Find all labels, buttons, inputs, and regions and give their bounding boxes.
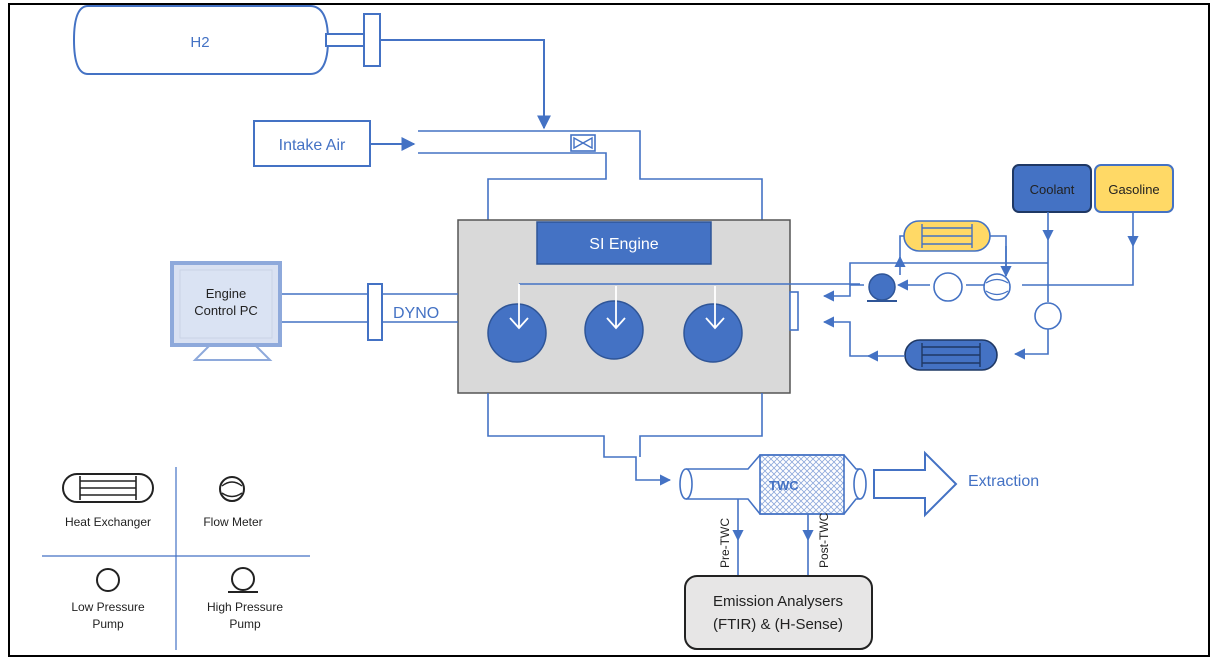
- pc-link-lines: [280, 293, 368, 323]
- legend-heat-exchanger-label: Heat Exchanger: [65, 515, 151, 529]
- engine-control-pc: Engine Control PC: [170, 261, 282, 361]
- h2-label: H2: [190, 34, 209, 51]
- post-twc-label: Post-TWC: [817, 512, 831, 568]
- coolant-label: Coolant: [1030, 182, 1075, 197]
- high-pressure-pump-icon: [867, 273, 897, 302]
- cylinder-2: [584, 286, 644, 360]
- intake-pipe-lower: [418, 152, 607, 220]
- exhaust-pipe-lower: [487, 393, 672, 486]
- intake-air-box: Intake Air: [253, 120, 371, 167]
- exhaust-pipe-upper: [639, 393, 763, 457]
- coolant-tank: Coolant: [1012, 164, 1092, 213]
- figure-frame: [8, 3, 1210, 657]
- coolant-to-radiator: [1013, 329, 1049, 360]
- legend-low-pressure-pump-icon: [96, 568, 120, 592]
- flow-meter-icon: [983, 273, 1011, 301]
- legend-high-pressure-label-line2: Pump: [229, 617, 261, 631]
- fuel-cooler-return-line: [990, 235, 1007, 276]
- h2-feed-line: [380, 39, 551, 130]
- h2-injector-icon: [570, 134, 596, 152]
- legend-flow-meter-icon: [219, 476, 245, 502]
- dyno-shaft: [382, 293, 458, 323]
- h2-tank: H2: [72, 5, 381, 75]
- analysers-label-line2: (FTIR) & (H-Sense): [713, 616, 843, 633]
- legend: Heat Exchanger Flow Meter Low Pressure P…: [42, 467, 310, 650]
- coolant-to-engine: [822, 316, 870, 357]
- control-pc-label-line1: Engine: [206, 286, 246, 301]
- dyno-label: DYNO: [393, 305, 439, 322]
- cylinder-3: [683, 286, 743, 363]
- fuel-cooler-feed-line: [899, 235, 904, 262]
- cylinder-1: [487, 284, 547, 363]
- intake-air-label: Intake Air: [279, 137, 346, 154]
- twc-catalyst: TWC: [679, 454, 867, 515]
- gasoline-label: Gasoline: [1108, 182, 1159, 197]
- dyno-coupling: [367, 283, 383, 341]
- si-engine-label: SI Engine: [589, 236, 658, 253]
- engine-coolant-port: [789, 291, 799, 331]
- pre-twc-label: Pre-TWC: [718, 518, 732, 568]
- extraction-arrow-icon: [873, 450, 958, 518]
- h2-valve-stem: [325, 33, 365, 47]
- legend-heat-exchanger-icon: [62, 473, 154, 503]
- emission-analysers: Emission Analysers (FTIR) & (H-Sense): [684, 575, 873, 650]
- extraction-label: Extraction: [968, 473, 1039, 490]
- fuel-line-to-engine: [822, 284, 864, 302]
- coolant-heat-exchanger-icon: [904, 339, 998, 371]
- h2-valve-flange: [363, 13, 381, 67]
- twc-label: TWC: [769, 478, 799, 493]
- control-pc-label-line2: Control PC: [194, 303, 258, 318]
- analysers-label-line1: Emission Analysers: [713, 593, 843, 610]
- intake-pipe-upper: [418, 130, 763, 220]
- legend-high-pressure-pump-icon: [228, 567, 258, 593]
- legend-high-pressure-label-line1: High Pressure: [207, 600, 283, 614]
- fuel-bypass-line: [849, 262, 1048, 285]
- si-engine-badge: [536, 221, 712, 265]
- fuel-heat-exchanger-icon: [903, 220, 991, 252]
- legend-low-pressure-label-line1: Low Pressure: [71, 600, 145, 614]
- legend-flow-meter-label: Flow Meter: [203, 515, 262, 529]
- monitor-stand-icon: [192, 344, 273, 361]
- coolant-pump-icon: [1034, 302, 1062, 330]
- gasoline-return-line: [1022, 246, 1134, 286]
- low-pressure-pump-icon: [933, 272, 963, 302]
- gasoline-tank: Gasoline: [1094, 164, 1174, 213]
- legend-low-pressure-label-line2: Pump: [92, 617, 124, 631]
- engine-block: SI Engine: [457, 219, 860, 394]
